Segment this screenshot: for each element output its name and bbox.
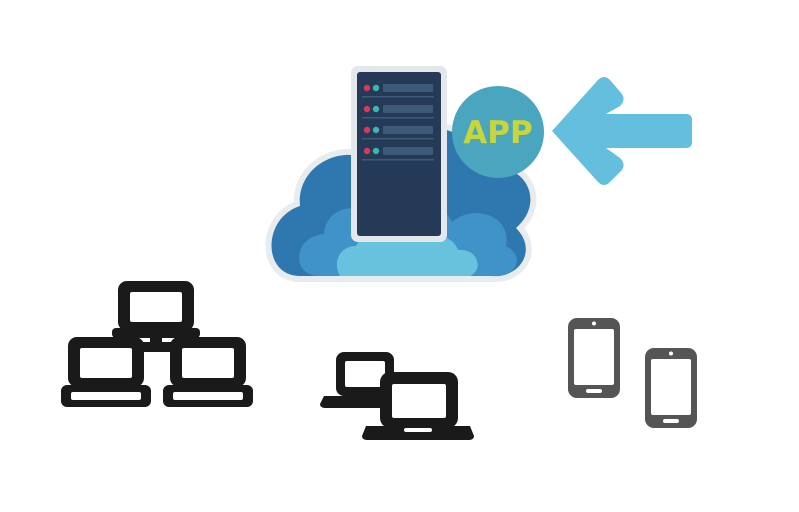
smartphone-left (568, 318, 620, 398)
app-badge-circle (452, 86, 544, 178)
laptop-pair-icon (320, 352, 474, 440)
server-unit-1 (362, 84, 434, 98)
server-unit-3 (362, 126, 434, 140)
smartphone-pair-icon (568, 318, 697, 428)
server-rack-icon (351, 66, 447, 242)
laptop-top (112, 281, 200, 338)
app-badge: APP (452, 86, 544, 178)
smartphone-right (645, 348, 697, 428)
server-unit-4 (362, 147, 434, 161)
cloud-layer-light (336, 232, 478, 276)
laptop-bottom-left (61, 337, 151, 407)
app-badge-label: APP (463, 115, 532, 151)
server-unit-2 (362, 105, 434, 119)
laptop-bottom-right (163, 337, 253, 407)
arrow-left-icon (552, 77, 692, 185)
laptop-network-icon (61, 281, 253, 407)
arrow-shape (552, 77, 692, 185)
laptop-front (362, 372, 474, 440)
